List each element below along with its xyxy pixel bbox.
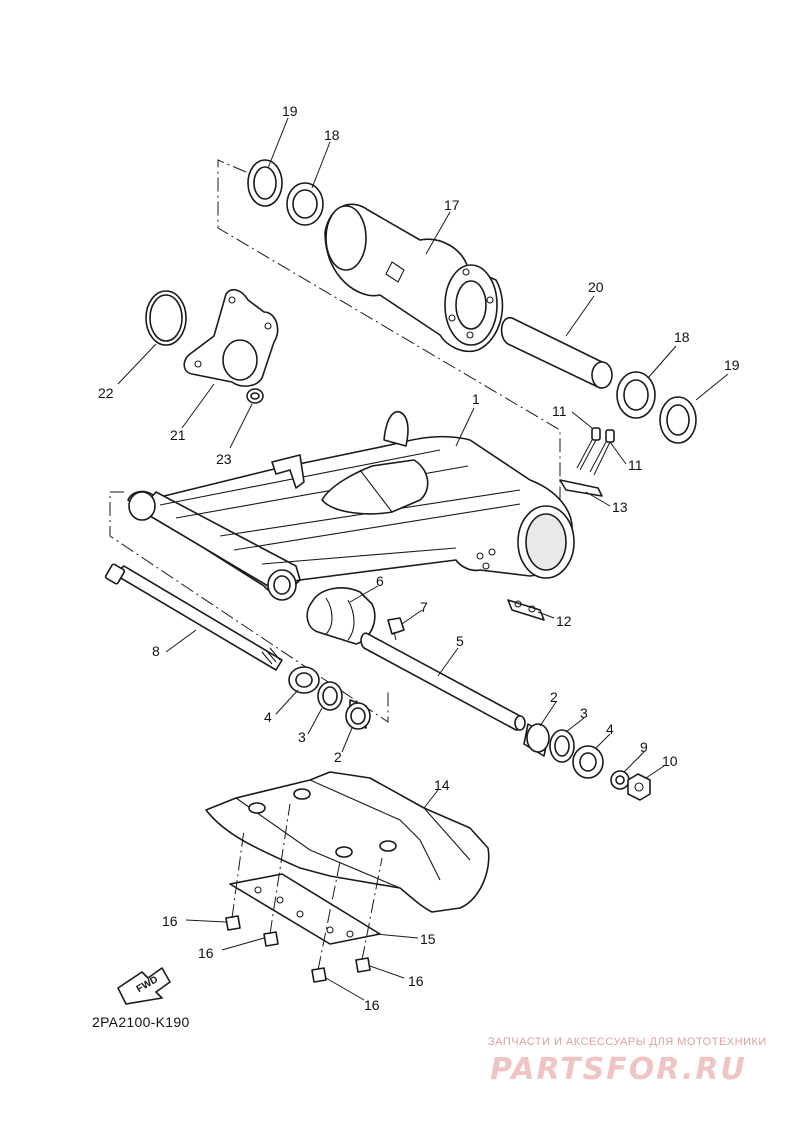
callout-19-top: 19 — [282, 103, 298, 119]
assembly-frame-lower — [109, 491, 389, 723]
callout-4-left: 4 — [264, 709, 272, 725]
part-8-pivot-shaft — [104, 563, 283, 671]
part-13-plate — [559, 479, 603, 497]
part-5-shaft — [360, 632, 526, 731]
callout-15: 15 — [420, 931, 436, 947]
callout-18-top: 18 — [324, 127, 340, 143]
part-15-plate — [229, 873, 381, 945]
part-18-bearing — [286, 182, 324, 226]
callout-20: 20 — [588, 279, 604, 295]
part-21-bracket — [183, 288, 279, 387]
callout-7: 7 — [420, 599, 428, 615]
part-20-collar — [500, 317, 613, 389]
callout-16-c: 16 — [408, 973, 424, 989]
part-16-bolt-a — [225, 915, 241, 931]
callout-2-right: 2 — [550, 689, 558, 705]
callout-23: 23 — [216, 451, 232, 467]
callout-1: 1 — [472, 391, 480, 407]
callout-11-a: 11 — [552, 403, 567, 419]
part-11-bolt-a — [576, 427, 601, 471]
callout-16-d: 16 — [364, 997, 380, 1013]
part-3-seal-right — [549, 729, 575, 763]
callout-11-b: 11 — [628, 457, 643, 473]
part-4-spacer-left — [288, 666, 320, 694]
callout-9: 9 — [640, 739, 648, 755]
part-23-bushing — [246, 388, 264, 404]
callout-6: 6 — [376, 573, 384, 589]
part-9-washer — [610, 770, 630, 790]
part-12-nut-plate — [507, 599, 545, 621]
callout-21: 21 — [170, 427, 186, 443]
callout-labels: 19 18 17 20 18 19 22 21 23 1 11 11 13 6 … — [98, 103, 740, 1013]
part-7-bolt — [387, 617, 405, 641]
callout-5: 5 — [456, 633, 464, 649]
callout-4-right: 4 — [606, 721, 614, 737]
callout-14: 14 — [434, 777, 450, 793]
leader-lines — [117, 117, 729, 1001]
watermark-subtitle: ЗАПЧАСТИ И АКСЕССУАРЫ ДЛЯ МОТОТЕХНИКИ — [488, 1036, 767, 1048]
part-4-spacer-right — [572, 745, 604, 779]
callout-12: 12 — [556, 613, 572, 629]
part-16-bolt-b — [263, 931, 279, 947]
diagram-code: 2PA2100-K190 — [92, 1014, 190, 1030]
callout-8: 8 — [152, 643, 160, 659]
part-18-bearing-right — [616, 371, 656, 419]
callout-16-a: 16 — [162, 913, 178, 929]
callout-3-left: 3 — [298, 729, 306, 745]
part-10-nut — [627, 773, 651, 801]
callout-13: 13 — [612, 499, 628, 515]
part-1-rear-arm — [127, 411, 575, 601]
part-14-guard — [205, 771, 490, 913]
callout-16-b: 16 — [198, 945, 214, 961]
part-22-circlip — [145, 290, 187, 346]
part-2-bearing-right — [523, 723, 550, 757]
part-2-bearing-left — [345, 699, 371, 730]
part-16-bolt-c — [355, 957, 371, 973]
callout-3-right: 3 — [580, 705, 588, 721]
assembly-frame-upper — [217, 159, 561, 500]
part-6-clamp — [306, 587, 376, 645]
callout-17: 17 — [444, 197, 460, 213]
callout-2-left: 2 — [334, 749, 342, 765]
part-3-seal-left — [317, 681, 343, 711]
callout-18-right: 18 — [674, 329, 690, 345]
part-19-oil-seal — [247, 159, 283, 207]
fwd-arrow-icon: FWD — [117, 967, 171, 1005]
part-16-bolt-d — [311, 967, 327, 983]
callout-22: 22 — [98, 385, 114, 401]
watermark-logo: PARTSFOR.RU — [490, 1052, 747, 1087]
callout-19-right: 19 — [724, 357, 740, 373]
part-19-oil-seal-right — [659, 396, 697, 444]
part-17-hub — [324, 203, 504, 353]
callout-10: 10 — [662, 753, 678, 769]
